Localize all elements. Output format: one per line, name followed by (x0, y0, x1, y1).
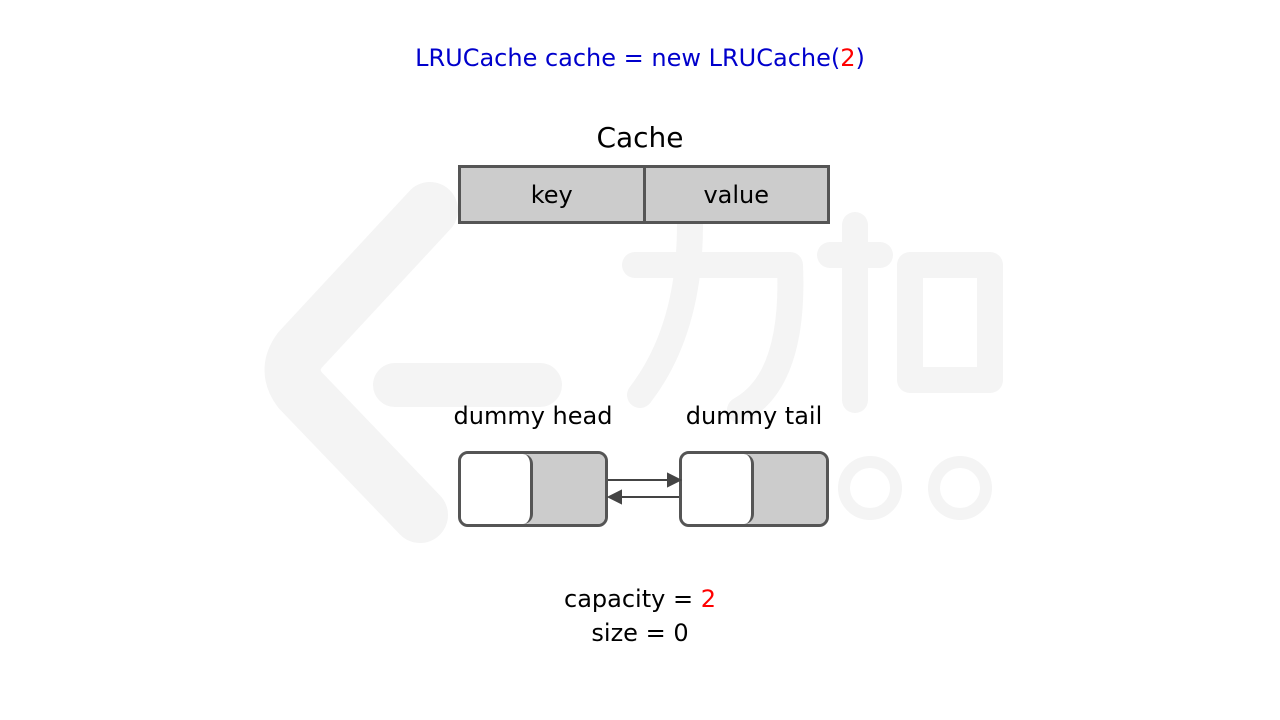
capacity-line: capacity = 2 (0, 582, 1280, 616)
watermark-glyph-1b (627, 212, 703, 408)
dummy-tail-next-slot (754, 454, 826, 524)
watermark-letter-b (838, 456, 902, 520)
capacity-value: 2 (700, 585, 716, 613)
cache-value-header: value (642, 168, 828, 221)
size-label: size = (591, 619, 674, 647)
watermark-glyph-1a (622, 252, 804, 423)
constructor-call-arg: 2 (840, 44, 856, 72)
head-to-tail-arrowhead (667, 472, 683, 488)
dummy-tail-label: dummy tail (685, 402, 823, 430)
tail-to-head-arrowhead (606, 489, 622, 505)
watermark-logo-chevron (264, 182, 458, 543)
dummy-head-label: dummy head (453, 402, 613, 430)
dummy-head-node (458, 451, 608, 527)
dummy-head-prev-slot (461, 454, 533, 524)
size-line: size = 0 (0, 616, 1280, 650)
cache-table: key value (458, 165, 830, 224)
cache-key-header: key (530, 180, 573, 209)
dummy-tail-prev-slot (682, 454, 754, 524)
dummy-head-next-slot (533, 454, 605, 524)
watermark-glyph-2c (897, 252, 1003, 393)
size-value: 0 (673, 619, 689, 647)
cache-title: Cache (596, 121, 684, 154)
dummy-tail-node (679, 451, 829, 527)
constructor-call-prefix: LRUCache cache = new LRUCache( (415, 44, 841, 72)
capacity-label: capacity = (564, 585, 701, 613)
constructor-call: LRUCache cache = new LRUCache(2) (0, 38, 1280, 78)
watermark-letter-c (928, 456, 992, 520)
constructor-call-suffix: ) (855, 44, 865, 72)
